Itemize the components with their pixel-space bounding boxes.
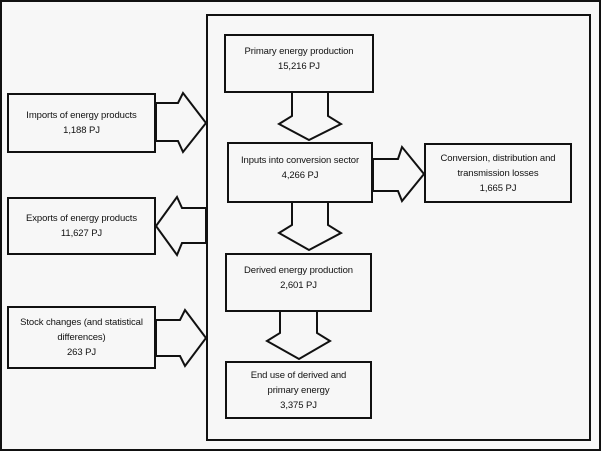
flow-arrow-inputs-to-losses: [372, 144, 426, 203]
node-value: 11,627 PJ: [60, 228, 103, 239]
node-label: Inputs into conversion sector: [240, 155, 360, 166]
node-label: Derived energy production: [244, 265, 353, 276]
node-value: 1,665 PJ: [479, 182, 517, 194]
flow-arrow-stock-to-sector: [155, 308, 208, 368]
flow-arrow-sector-to-exports: [154, 195, 207, 258]
node-value: 1,188 PJ: [63, 125, 100, 136]
node-label: differences): [57, 332, 106, 343]
node-value: 263 PJ: [67, 347, 96, 358]
node-conversion-distribution-losses: Conversion, distribution and transmissio…: [424, 143, 572, 203]
node-label: Stock changes (and statistical: [20, 317, 143, 328]
flow-arrow-imports-to-sector: [155, 91, 208, 154]
flow-arrow-inputs-to-derived: [277, 201, 344, 252]
node-stock-changes: Stock changes (and statistical differenc…: [7, 306, 156, 369]
node-label: End use of derived and: [250, 369, 347, 381]
node-value: 3,375 PJ: [280, 399, 317, 411]
node-value: 4,266 PJ: [281, 170, 319, 181]
flow-arrow-derived-to-enduse: [265, 310, 332, 361]
node-label: Primary energy production: [244, 46, 354, 57]
node-imports-of-energy-products: Imports of energy products 1,188 PJ: [7, 93, 156, 153]
node-primary-energy-production: Primary energy production 15,216 PJ: [224, 34, 374, 93]
node-label: primary energy: [267, 384, 330, 396]
node-label: Imports of energy products: [26, 110, 137, 121]
node-value: 15,216 PJ: [278, 61, 320, 72]
node-label: transmission losses: [457, 167, 539, 179]
node-exports-of-energy-products: Exports of energy products 11,627 PJ: [7, 197, 156, 255]
node-label: Conversion, distribution and: [440, 152, 556, 164]
conversion-sector-boundary: [206, 14, 591, 441]
node-value: 2,601 PJ: [280, 280, 317, 291]
node-derived-energy-production: Derived energy production 2,601 PJ: [225, 253, 372, 312]
node-end-use-of-energy: End use of derived and primary energy 3,…: [225, 361, 372, 419]
node-inputs-into-conversion-sector: Inputs into conversion sector 4,266 PJ: [227, 142, 373, 203]
node-label: Exports of energy products: [26, 213, 137, 224]
flow-arrow-primary-to-inputs: [276, 91, 344, 142]
